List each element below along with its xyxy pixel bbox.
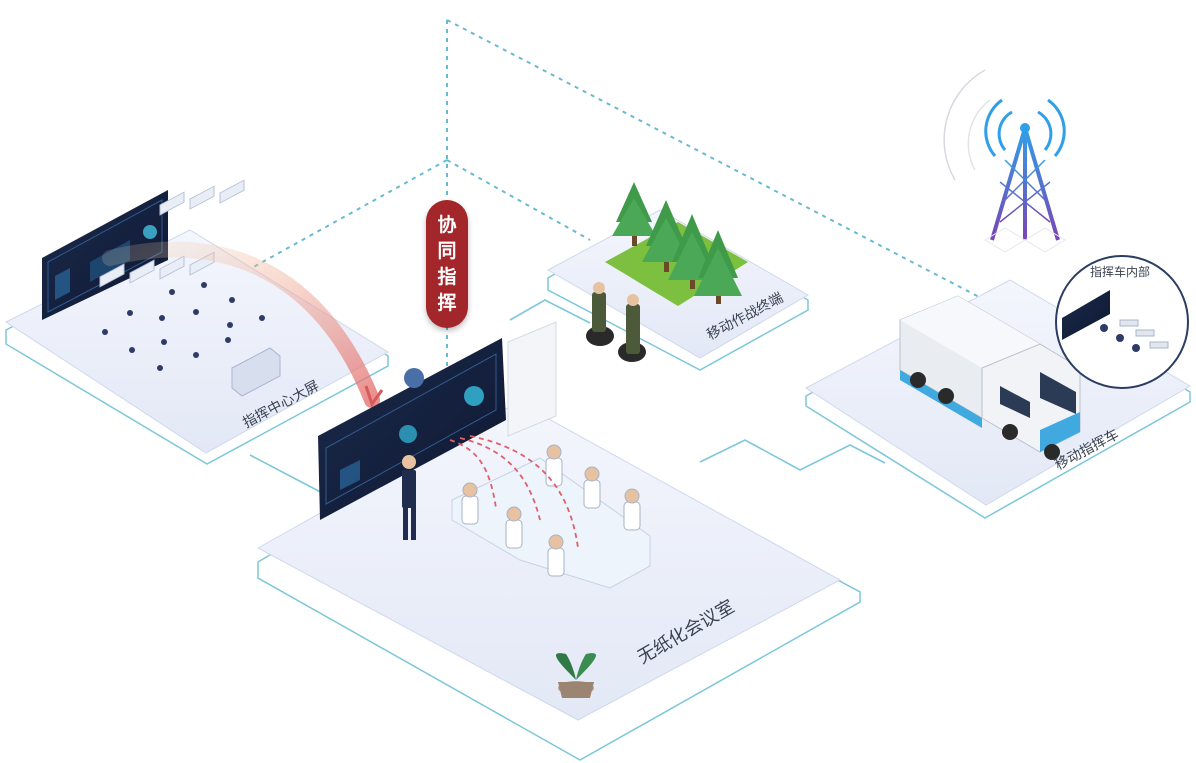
tree-icon bbox=[694, 230, 742, 304]
trees bbox=[612, 182, 742, 304]
share-arrows bbox=[449, 435, 579, 549]
share-arc bbox=[102, 241, 380, 408]
label-vehicle-inset: 指挥车内部 bbox=[1090, 264, 1150, 279]
soldiers bbox=[586, 282, 646, 362]
presenter bbox=[402, 455, 416, 540]
tree-icon bbox=[612, 182, 656, 246]
operators bbox=[102, 282, 265, 375]
badge-char: 指 bbox=[437, 266, 457, 288]
screen-icon bbox=[1062, 290, 1110, 340]
plant-icon bbox=[555, 653, 597, 698]
tower-icon bbox=[943, 69, 1066, 253]
vehicle-interior-inset: 指挥车内部 bbox=[1055, 255, 1189, 389]
camera-icon bbox=[404, 368, 424, 388]
badge-char: 协 bbox=[437, 214, 457, 236]
badge-char: 挥 bbox=[437, 292, 457, 314]
arc-arrowhead bbox=[364, 385, 384, 408]
platform-meeting-room: 无纸化会议室 bbox=[256, 321, 861, 761]
attendees bbox=[461, 444, 641, 577]
workstations bbox=[99, 179, 245, 288]
collaborative-command-badge: 协 同 指 挥 bbox=[426, 200, 468, 328]
chart-icon bbox=[464, 386, 484, 406]
chart-icon bbox=[143, 225, 157, 239]
console-desk bbox=[231, 347, 281, 397]
connector-traces bbox=[249, 299, 886, 498]
platform-field-terminal: 移动作战终端 bbox=[546, 182, 809, 371]
badge-char: 同 bbox=[437, 240, 457, 262]
meeting-screen bbox=[318, 321, 557, 520]
truck-icon bbox=[899, 295, 1081, 460]
dashed-links bbox=[229, 19, 986, 370]
